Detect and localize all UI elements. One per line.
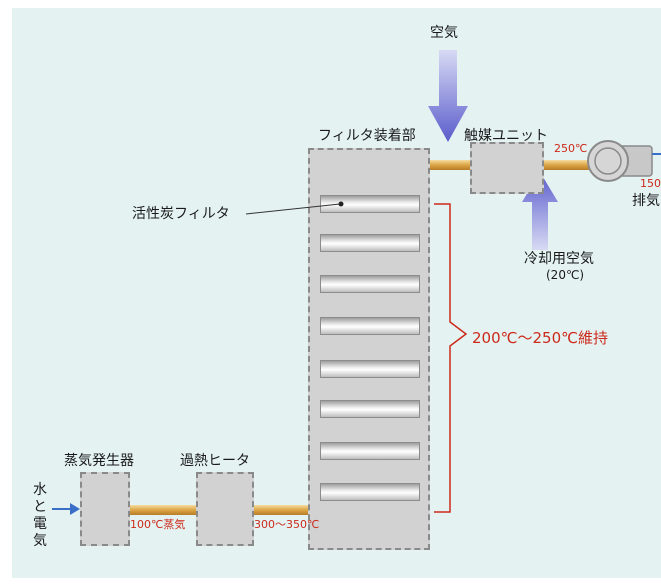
exhaust-label: 排気	[632, 193, 660, 209]
steam-pipe	[128, 505, 196, 515]
exhaust-fan-icon	[587, 140, 661, 182]
cooling-air-label: 冷却用空気	[524, 251, 594, 267]
catalyst-unit-box	[470, 142, 544, 194]
catalyst-unit-label: 触媒ユニット	[464, 128, 548, 144]
filter-housing	[308, 148, 430, 550]
exhaust-temp: 150	[640, 177, 661, 190]
maintain-temp-label: 200℃～250℃維持	[472, 329, 608, 347]
superheat-temp: 300～350℃	[254, 518, 320, 531]
steam-generator-label: 蒸気発生器	[64, 453, 134, 469]
superheater-label: 過熱ヒータ	[180, 453, 250, 469]
catalyst-out-temp: 250℃	[554, 142, 588, 155]
air-label: 空気	[430, 25, 458, 41]
filter-slot	[320, 360, 420, 378]
catalyst-to-fan-pipe	[542, 160, 590, 170]
filter-slot	[320, 275, 420, 293]
filter-slot	[320, 317, 420, 335]
carbon-filter-label: 活性炭フィルタ	[132, 206, 230, 222]
steam-generator-box	[80, 472, 130, 546]
filter-slot	[320, 195, 420, 213]
filter-slot	[320, 483, 420, 501]
steam-temp: 100℃蒸気	[130, 518, 186, 531]
filter-slot	[320, 400, 420, 418]
superheater-box	[196, 472, 254, 546]
cooling-air-temp: (20℃)	[546, 268, 585, 282]
water-power-arrow	[52, 503, 80, 515]
filter-slot	[320, 442, 420, 460]
filter-to-catalyst-pipe	[428, 160, 472, 170]
water-power-label: 水と電気	[33, 482, 47, 549]
filter-slot	[320, 234, 420, 252]
filter-unit-label: フィルタ装着部	[318, 128, 416, 144]
air-arrow	[428, 50, 468, 142]
superheat-pipe	[252, 505, 312, 515]
